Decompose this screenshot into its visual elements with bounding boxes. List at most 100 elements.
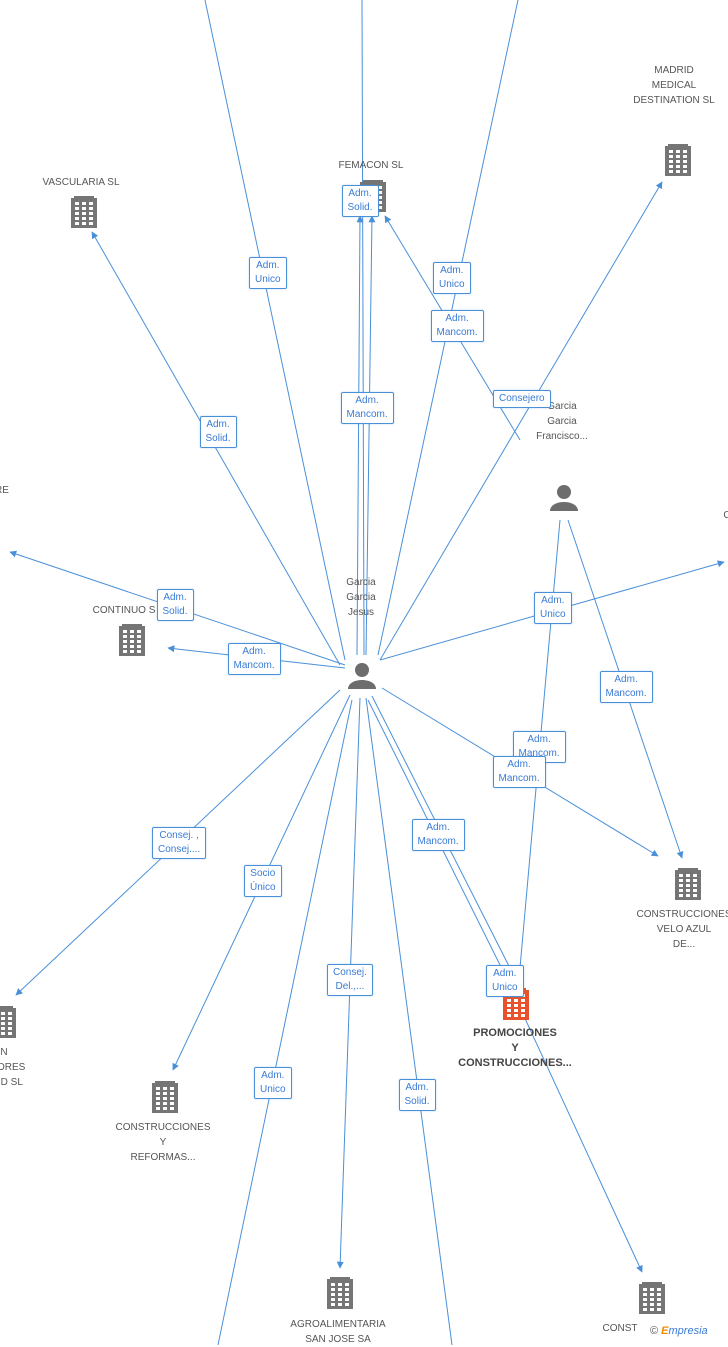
edge-label-line: Mancom. [605,688,647,699]
label-line: CONTINUO S [92,605,156,616]
label-line: ...TORES [0,1062,26,1073]
label-line: C [723,510,728,521]
edge-label-line: Adm. [261,1070,285,1081]
edge-label-line: Adm. [355,395,379,406]
edge-label-line: Socio [250,868,276,879]
edge-label-consej-consej[interactable]: Consej. , Consej.... [152,827,207,859]
edge-label-line: Adm. [348,188,372,199]
edge-label-line: Unico [540,609,566,620]
label-line: Jesus [347,607,375,618]
edge-label-line: Adm. [426,822,450,833]
edge-label-consej-del[interactable]: Consej. Del.,... [327,964,373,996]
edge-label-line: Adm. [614,674,638,685]
edge-label-line: Adm. [507,759,531,770]
madrid-building-icon[interactable] [665,144,691,176]
left_bottom-building-icon[interactable] [0,1006,16,1038]
edge-left-label[interactable]: RE [0,483,67,498]
label-line: PROMOCIONES [473,1027,557,1039]
relationship-edge [365,215,376,656]
vascularia-building-icon[interactable] [71,196,97,228]
label-line: N [0,1047,8,1058]
label-line: Garcia [547,401,577,412]
label-line: DESTINATION SL [633,95,715,106]
edge-label-adm-mancom[interactable]: Adm. Mancom. [430,310,484,342]
edge-label-adm-unico[interactable]: Adm. Unico [534,592,572,624]
edge-label-adm-unico[interactable]: Adm. Unico [254,1067,292,1099]
edge-label-line: Del.,... [335,981,365,992]
relationship-edge [204,0,346,661]
edge-label-line: Solid. [162,606,188,617]
edge-label-line: Consej.... [158,844,201,855]
edge-label-adm-solid[interactable]: Adm. Solid. [199,416,237,448]
edge-label-line: Adm. [445,313,469,324]
edge-label-line: Consej. , [159,830,199,841]
label-line: REFORMAS... [130,1152,196,1163]
edge-label-line: Unico [255,274,281,285]
label-line: Garcia [547,416,577,427]
garcia_francisco-person-icon[interactable] [550,485,578,511]
edge-label-line: Adm. [541,595,565,606]
const-building-icon[interactable] [639,1282,665,1314]
edge-label-adm-solid[interactable]: Adm.Solid. [341,185,379,217]
label-line: CONSTRUCCIONES [115,1122,211,1133]
edge-label-line: Adm. [493,968,517,979]
label-line: VASCULARIA SL [42,177,120,188]
edge-label-line: Mancom. [436,327,478,338]
label-line: AGROALIMENTARIA [290,1319,386,1330]
label-line: RE [0,485,9,496]
femacon-label[interactable]: FEMACON SL [306,158,436,173]
edge-label-adm-solid[interactable]: Adm.Solid. [156,589,194,621]
edge-label-line: Unico [492,982,518,993]
relationship-edge [365,697,453,1345]
edge-label-adm-unico[interactable]: Adm. Unico [249,257,287,289]
edge-label-line: Adm. [242,646,266,657]
copyright-icon: © [650,1325,659,1337]
label-line: MADRID [654,65,694,76]
edge-label-line: Único [250,882,276,893]
continuo-building-icon[interactable] [119,624,145,656]
edge-label-adm-mancom[interactable]: Adm.Mancom. [411,819,465,851]
agroalimentaria-building-icon[interactable] [327,1277,353,1309]
edge-label-adm-mancom[interactable]: Adm. Mancom. [227,643,281,675]
edge-label-adm-mancom[interactable]: Adm.Mancom. [492,756,546,788]
continuo-label[interactable]: CONTINUO S [59,603,189,618]
construcciones-reformas-label[interactable]: CONSTRUCCIONES Y REFORMAS... [98,1120,228,1165]
edge-label-line: Unico [260,1084,286,1095]
edge-label-adm-mancom[interactable]: Adm. Mancom. [340,392,394,424]
left-bottom-label[interactable]: N...TORES...UD SL [0,1045,69,1090]
brand-logo-letter: E [661,1325,669,1337]
edge-label-line: Adm. [405,1082,429,1093]
empresia-brand[interactable]: © Empresia [650,1325,708,1337]
construcciones_reformas-building-icon[interactable] [152,1081,178,1113]
edge-label-consejero[interactable]: Consejero [493,390,551,408]
edge-right-label[interactable]: C [662,508,728,523]
label-line: Garcia [346,577,376,588]
edge-label-adm-unico[interactable]: Adm.Unico [433,262,471,294]
edge-label-adm-solid[interactable]: Adm.Solid. [398,1079,436,1111]
garcia_jesus-person-icon[interactable] [348,663,376,689]
construcciones_velo-building-icon[interactable] [675,868,701,900]
brand-name: mpresia [668,1325,708,1337]
edge-label-line: Mancom. [233,660,275,671]
edge-label-line: Adm. [256,260,280,271]
edge-label-line: Solid. [205,433,231,444]
label-line: MEDICAL [651,80,697,91]
relationship-edge [379,181,663,661]
edge-label-line: Mancom. [346,409,388,420]
edge-label-line: Consej. [333,967,367,978]
edge-label-line: Consejero [499,393,545,404]
edge-label-line: Adm. [206,419,230,430]
edge-label-adm-mancom[interactable]: Adm. Mancom. [599,671,653,703]
const-label[interactable]: CONST [555,1321,685,1336]
label-line: Y [159,1137,167,1148]
madrid-label[interactable]: MADRID MEDICAL DESTINATION SL [609,63,728,108]
edge-label-adm-unico[interactable]: Adm. Unico [486,965,524,997]
vascularia-label[interactable]: VASCULARIA SL [16,175,146,190]
label-line: Garcia [346,592,376,603]
